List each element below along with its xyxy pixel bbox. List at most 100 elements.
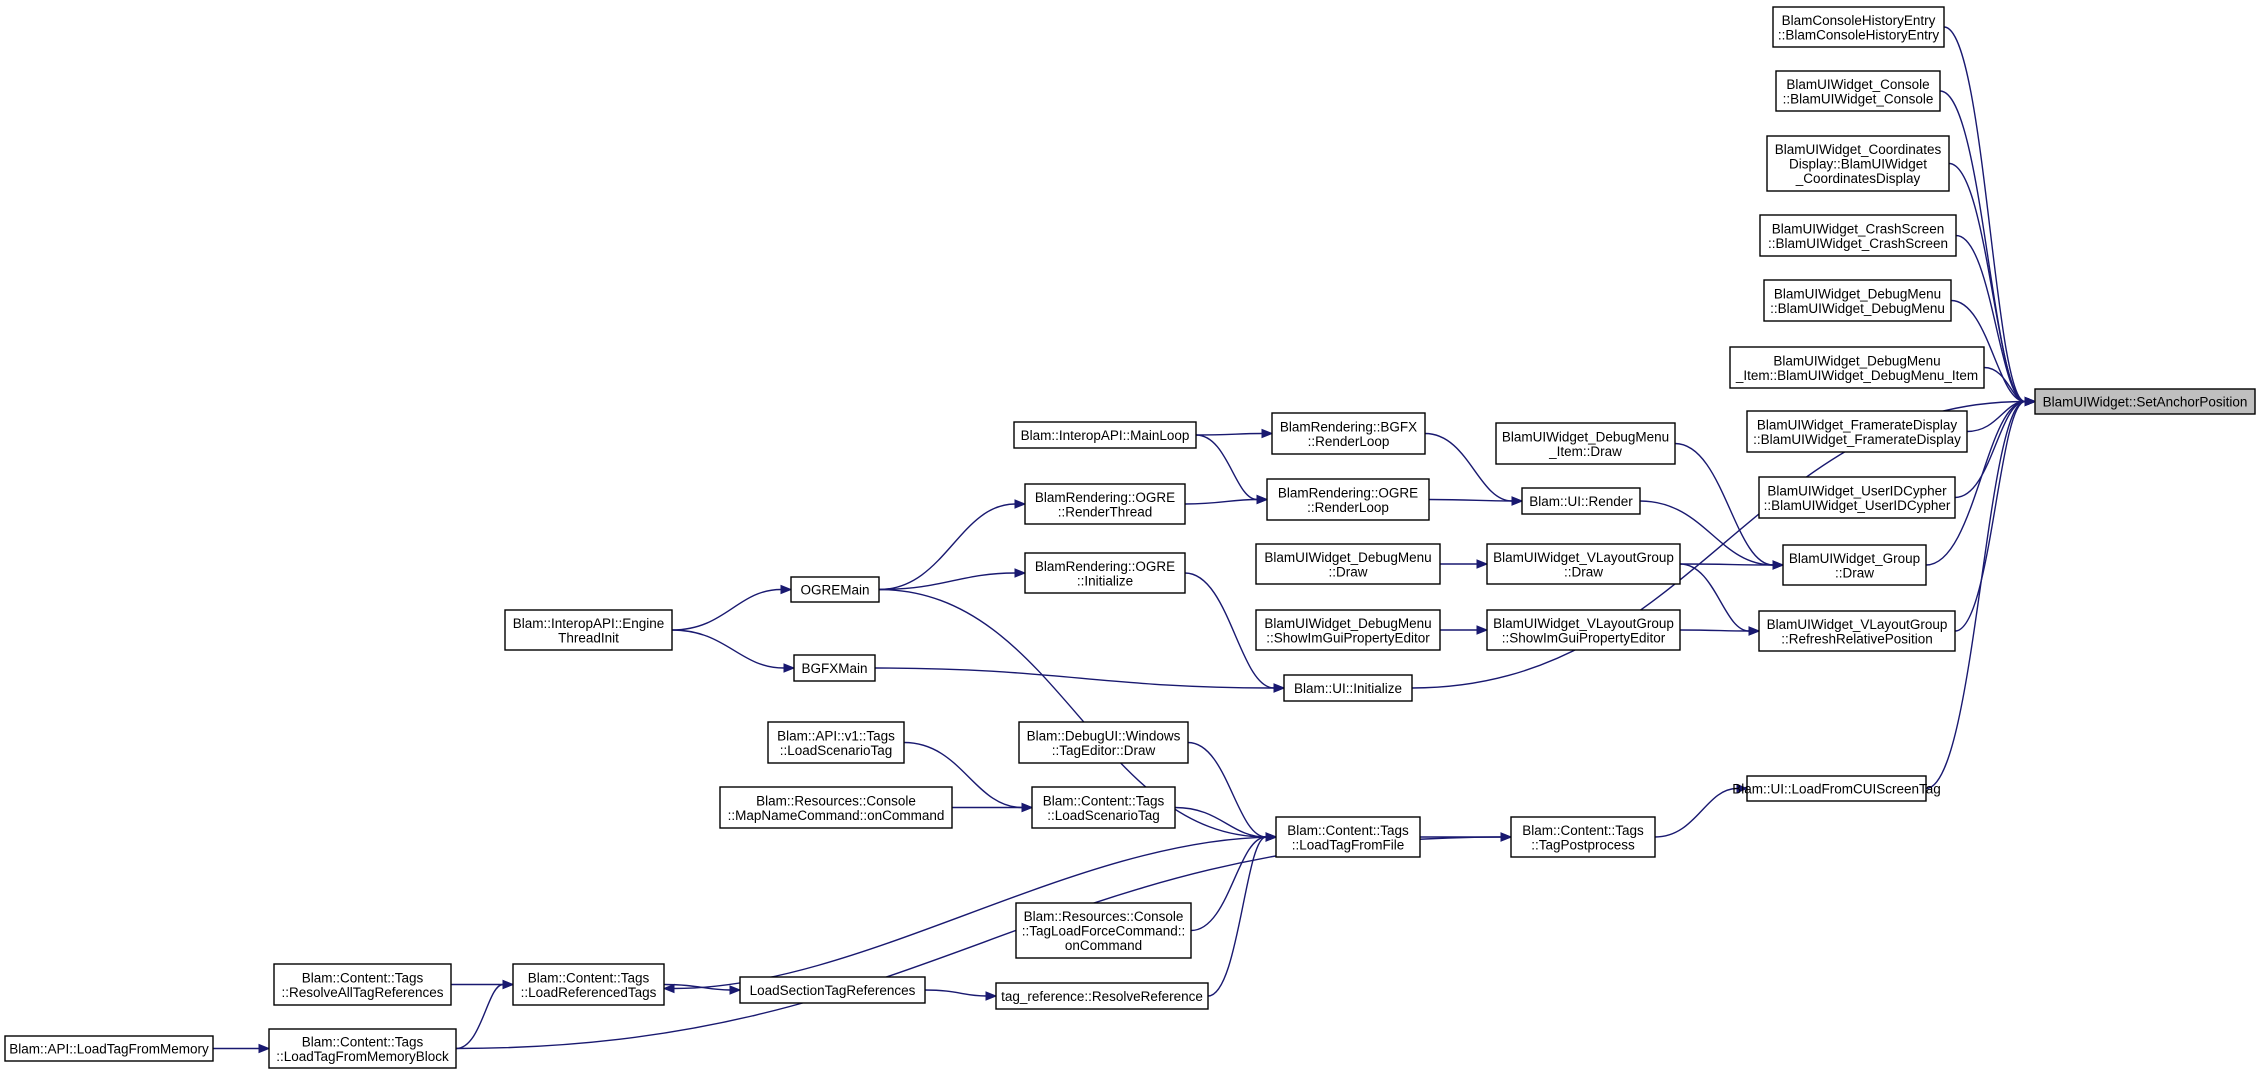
edge-line <box>1925 400 2026 790</box>
node-ui-render[interactable]: Blam::UI::Render <box>1521 487 1641 515</box>
node-load-scenario-tag[interactable]: Blam::Content::Tags::LoadScenarioTag <box>1031 786 1176 829</box>
node-vlayout-showimgui[interactable]: BlamUIWidget_VLayoutGroup::ShowImGuiProp… <box>1486 609 1681 651</box>
edge-arrowhead <box>1511 496 1524 506</box>
node-label: BlamRendering::OGRE <box>1278 485 1418 500</box>
node-debug-menu-item-draw[interactable]: BlamUIWidget_DebugMenu_Item::Draw <box>1495 422 1676 465</box>
edge-line <box>878 503 1016 591</box>
node-label: Blam::Content::Tags <box>1522 823 1644 838</box>
node-label: ::RenderLoop <box>1307 500 1389 515</box>
node-box <box>1746 775 1927 802</box>
node-box <box>1766 135 1950 192</box>
node-interop-mainloop[interactable]: Blam::InteropAPI::MainLoop <box>1013 421 1197 449</box>
node-tag-postprocess[interactable]: Blam::Content::Tags::TagPostprocess <box>1510 816 1656 858</box>
edge-vlayout-draw-to-group-draw <box>1679 560 1785 570</box>
node-label: _CoordinatesDisplay <box>1795 171 1921 186</box>
node-label: BlamUIWidget_DebugMenu <box>1774 286 1941 301</box>
node-tag-editor-draw[interactable]: Blam::DebugUI::Windows::TagEditor::Draw <box>1018 721 1189 764</box>
node-api-load-from-memory[interactable]: Blam::API::LoadTagFromMemory <box>4 1035 214 1062</box>
node-label: ::TagEditor::Draw <box>1052 743 1156 758</box>
node-ogre-renderloop[interactable]: BlamRendering::OGRE::RenderLoop <box>1266 478 1430 521</box>
node-tag-load-force[interactable]: Blam::Resources::Console::TagLoadForceCo… <box>1015 902 1192 959</box>
edge-line <box>671 629 785 669</box>
node-load-from-cui[interactable]: Blam::UI::LoadFromCUIScreenTag <box>1732 775 1941 802</box>
node-load-section-refs[interactable]: LoadSectionTagReferences <box>739 976 926 1004</box>
node-widget-console[interactable]: BlamUIWidget_Console::BlamUIWidget_Conso… <box>1775 70 1941 112</box>
edge-line <box>1195 432 1263 436</box>
node-ogre-initialize[interactable]: BlamRendering::OGRE::Initialize <box>1024 552 1186 594</box>
node-vlayout-refresh[interactable]: BlamUIWidget_VLayoutGroup::RefreshRelati… <box>1758 610 1956 652</box>
node-box <box>1495 422 1676 465</box>
node-label: ::ShowImGuiPropertyEditor <box>1502 630 1666 645</box>
node-box <box>1775 70 1941 112</box>
node-label: ::MapNameCommand::onCommand <box>728 808 945 823</box>
edge-line <box>1954 400 2026 632</box>
edge-arrowhead <box>1772 560 1785 570</box>
node-label: Blam::DebugUI::Windows <box>1027 728 1181 743</box>
node-box <box>273 963 452 1006</box>
edge-engine-threadinit-to-bgfxmain <box>671 629 796 673</box>
edge-line <box>924 989 987 997</box>
node-label: ::RefreshRelativePosition <box>1781 631 1933 646</box>
node-framerate-display[interactable]: BlamUIWidget_FramerateDisplay::BlamUIWid… <box>1746 410 1968 453</box>
node-resolve-all-refs[interactable]: Blam::Content::Tags::ResolveAllTagRefere… <box>273 963 452 1006</box>
node-resolve-reference[interactable]: tag_reference::ResolveReference <box>995 982 1209 1010</box>
node-box <box>1486 609 1681 651</box>
node-userid-cypher[interactable]: BlamUIWidget_UserIDCypher::BlamUIWidget_… <box>1758 476 1956 519</box>
node-box <box>504 609 673 651</box>
node-api-v1-loadscenario[interactable]: Blam::API::v1::Tags::LoadScenarioTag <box>767 721 905 764</box>
node-bgfxmain[interactable]: BGFXMain <box>793 654 876 682</box>
node-ui-initialize[interactable]: Blam::UI::Initialize <box>1283 674 1413 702</box>
node-label: ::RenderThread <box>1058 504 1153 519</box>
edge-line <box>874 667 1275 689</box>
node-console-history[interactable]: BlamConsoleHistoryEntry::BlamConsoleHist… <box>1772 6 1945 48</box>
node-label: LoadSectionTagReferences <box>750 983 916 998</box>
node-target[interactable]: BlamUIWidget::SetAnchorPosition <box>2034 388 2256 415</box>
node-debug-menu-draw[interactable]: BlamUIWidget_DebugMenu::Draw <box>1255 543 1441 585</box>
node-label: ::Initialize <box>1077 573 1133 588</box>
edge-line <box>1174 806 1267 838</box>
edge-arrowhead <box>1476 625 1489 635</box>
node-label: ::LoadReferencedTags <box>521 985 657 1000</box>
node-bgfx-renderloop[interactable]: BlamRendering::BGFX::RenderLoop <box>1271 412 1426 455</box>
edge-arrowhead <box>2024 396 2037 407</box>
node-box <box>995 982 1209 1010</box>
node-mapname-command[interactable]: Blam::Resources::Console::MapNameCommand… <box>719 786 953 829</box>
node-label: Blam::UI::Render <box>1529 494 1633 509</box>
node-group-draw[interactable]: BlamUIWidget_Group::Draw <box>1782 544 1927 586</box>
node-debug-menu-showimgui[interactable]: BlamUIWidget_DebugMenu::ShowImGuiPropert… <box>1255 609 1441 651</box>
edge-line <box>1207 836 1267 997</box>
node-ogre-renderthread[interactable]: BlamRendering::OGRE::RenderThread <box>1024 483 1186 525</box>
node-debug-menu-item-ctor[interactable]: BlamUIWidget_DebugMenu_Item::BlamUIWidge… <box>1729 346 1985 389</box>
node-load-referenced-tags[interactable]: Blam::Content::Tags::LoadReferencedTags <box>512 963 665 1006</box>
edge-interop-mainloop-to-bgfx-renderloop <box>1195 428 1274 439</box>
node-box <box>1031 786 1176 829</box>
node-label: ::TagPostprocess <box>1531 837 1635 852</box>
node-vlayout-draw[interactable]: BlamUIWidget_VLayoutGroup::Draw <box>1486 543 1681 585</box>
node-label: ::ResolveAllTagReferences <box>281 985 443 1000</box>
node-label: BlamRendering::OGRE <box>1035 490 1175 505</box>
node-label: ::BlamConsoleHistoryEntry <box>1778 27 1940 42</box>
nodes-layer: BlamUIWidget::SetAnchorPosition BlamConso… <box>4 6 2256 1069</box>
edge-engine-threadinit-to-ogremain <box>671 584 793 631</box>
node-crash-screen[interactable]: BlamUIWidget_CrashScreen::BlamUIWidget_C… <box>1759 214 1957 257</box>
node-label: Blam::Content::Tags <box>528 970 650 985</box>
edge-arrowhead <box>1500 832 1513 842</box>
node-box <box>1746 410 1968 453</box>
node-debug-menu-ctor[interactable]: BlamUIWidget_DebugMenu::BlamUIWidget_Deb… <box>1763 279 1952 322</box>
node-box <box>1266 478 1430 521</box>
edge-arrowhead <box>729 985 742 995</box>
node-box <box>2034 388 2256 415</box>
node-coords-display[interactable]: BlamUIWidget_CoordinatesDisplay::BlamUIW… <box>1766 135 1950 192</box>
node-load-from-memory-block[interactable]: Blam::Content::Tags::LoadTagFromMemoryBl… <box>268 1028 457 1069</box>
node-ogremain[interactable]: OGREMain <box>790 576 880 603</box>
node-label: ::BlamUIWidget_Console <box>1783 91 1934 106</box>
node-label: BlamRendering::OGRE <box>1035 559 1175 574</box>
node-label: ::RenderLoop <box>1308 434 1390 449</box>
node-load-tag-from-file[interactable]: Blam::Content::Tags::LoadTagFromFile <box>1275 816 1421 858</box>
node-box <box>512 963 665 1006</box>
node-label: BlamUIWidget_VLayoutGroup <box>1767 617 1948 632</box>
edge-line <box>1187 741 1267 838</box>
node-label: Blam::Content::Tags <box>302 970 424 985</box>
node-box <box>1729 346 1985 389</box>
